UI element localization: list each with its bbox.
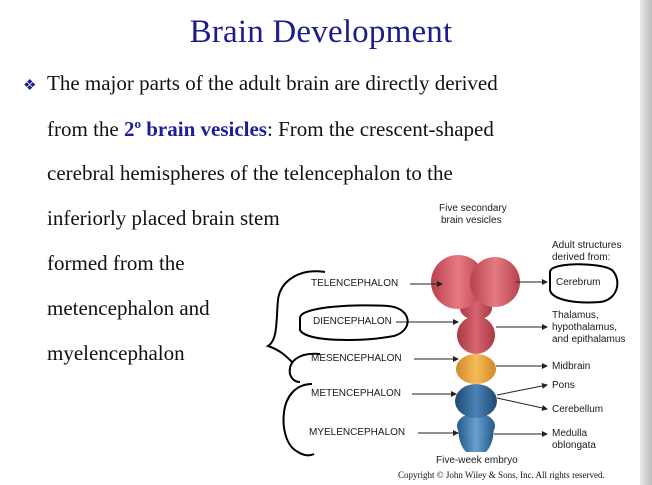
label-mesencephalon: MESENCEPHALON	[311, 353, 402, 364]
body-line-7: myelencephalon	[47, 341, 185, 365]
diencephalon-shape	[457, 316, 495, 354]
body-line-2: from the 2o brain vesicles: From the cre…	[47, 116, 494, 142]
metencephalon-upper	[455, 384, 497, 418]
label-myelencephalon: MYELENCEPHALON	[309, 427, 406, 438]
label-cerebellum: Cerebellum	[552, 404, 604, 415]
vesicle-column	[431, 255, 520, 452]
slide-edge-shadow	[640, 0, 652, 485]
header-derived-from: derived from:	[552, 252, 611, 263]
bracket-hindbrain	[282, 383, 315, 457]
figure-caption: Five-week embryo	[436, 455, 518, 466]
body-line-6: metencephalon and	[47, 296, 210, 320]
left-leaders	[396, 281, 459, 436]
right-leaders	[494, 279, 548, 437]
bullet-diamond-icon: ❖	[23, 78, 37, 94]
label-telencephalon: TELENCEPHALON	[311, 278, 399, 289]
body-line-5: formed from the	[47, 251, 185, 275]
label-hypothalamus: hypothalamus,	[552, 322, 618, 333]
body-line-4: inferiorly placed brain stem	[47, 206, 280, 230]
header-five-secondary: Five secondary	[439, 203, 507, 214]
telencephalon-right-lobe	[470, 257, 520, 307]
body-line-1: The major parts of the adult brain are d…	[47, 71, 498, 95]
label-diencephalon: DIENCEPHALON	[313, 316, 392, 327]
copyright-notice: Copyright © John Wiley & Sons, Inc. All …	[398, 470, 605, 480]
circle-diencephalon	[299, 304, 409, 341]
bracket-forebrain	[265, 270, 326, 363]
line-colon: :	[266, 117, 279, 141]
header-adult-structures: Adult structures	[552, 240, 622, 251]
label-medulla: Medulla	[552, 428, 588, 439]
telencephalon-left-lobe	[431, 255, 485, 309]
label-metencephalon: METENCEPHALON	[311, 388, 402, 399]
mesencephalon-shape	[456, 354, 496, 384]
highlight-degree: o	[134, 116, 141, 131]
highlight-term: 2o brain vesicles	[123, 116, 267, 141]
label-midbrain: Midbrain	[552, 361, 591, 372]
slide-title: Brain Development	[189, 14, 453, 50]
highlight-text: brain vesicles	[140, 117, 267, 141]
header-brain-vesicles: brain vesicles	[441, 215, 502, 226]
label-oblongata: oblongata	[552, 440, 596, 451]
line-prefix: from the	[47, 117, 124, 141]
label-pons: Pons	[552, 380, 575, 391]
label-epithalamus: and epithalamus	[552, 334, 626, 345]
metencephalon-lower	[457, 413, 495, 439]
circle-cerebrum	[549, 263, 619, 304]
line-suffix: From the crescent-shaped	[278, 117, 494, 141]
label-cerebrum: Cerebrum	[556, 277, 601, 288]
bracket-midbrain	[288, 352, 321, 383]
label-thalamus: Thalamus,	[552, 310, 599, 321]
hand-annotations	[265, 263, 619, 457]
body-line-3: cerebral hemispheres of the telencephalo…	[47, 161, 453, 185]
highlight-number: 2	[123, 117, 135, 141]
